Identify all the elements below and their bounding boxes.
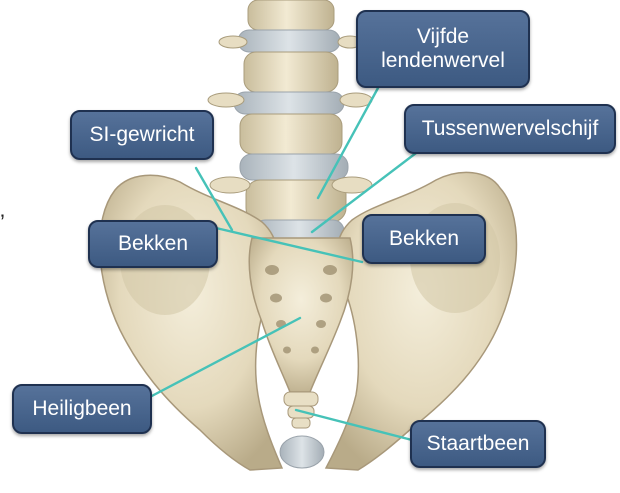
label-bekken-rechts: Bekken <box>362 214 486 264</box>
label-bekken-rechts-text: Bekken <box>389 227 459 251</box>
pubic-symphysis <box>280 436 324 468</box>
label-tussenwervelschijf-text: Tussenwervelschijf <box>422 117 599 141</box>
label-bekken-links: Bekken <box>88 220 218 268</box>
label-heiligbeen: Heiligbeen <box>12 384 152 434</box>
label-bekken-links-text: Bekken <box>118 232 188 256</box>
label-tussenwervelschijf: Tussenwervelschijf <box>404 104 616 154</box>
sacrum <box>249 238 353 392</box>
label-staartbeen-text: Staartbeen <box>427 432 530 456</box>
stray-mark: ’ <box>0 210 5 236</box>
coccyx <box>284 392 318 428</box>
label-staartbeen: Staartbeen <box>410 420 546 468</box>
label-si-gewricht-text: SI-gewricht <box>89 123 194 147</box>
label-vijfde-lendenwervel: Vijfde lendenwervel <box>356 10 530 88</box>
label-vijfde-lendenwervel-text: Vijfde lendenwervel <box>364 25 522 72</box>
label-si-gewricht: SI-gewricht <box>70 110 214 160</box>
label-heiligbeen-text: Heiligbeen <box>32 397 131 421</box>
